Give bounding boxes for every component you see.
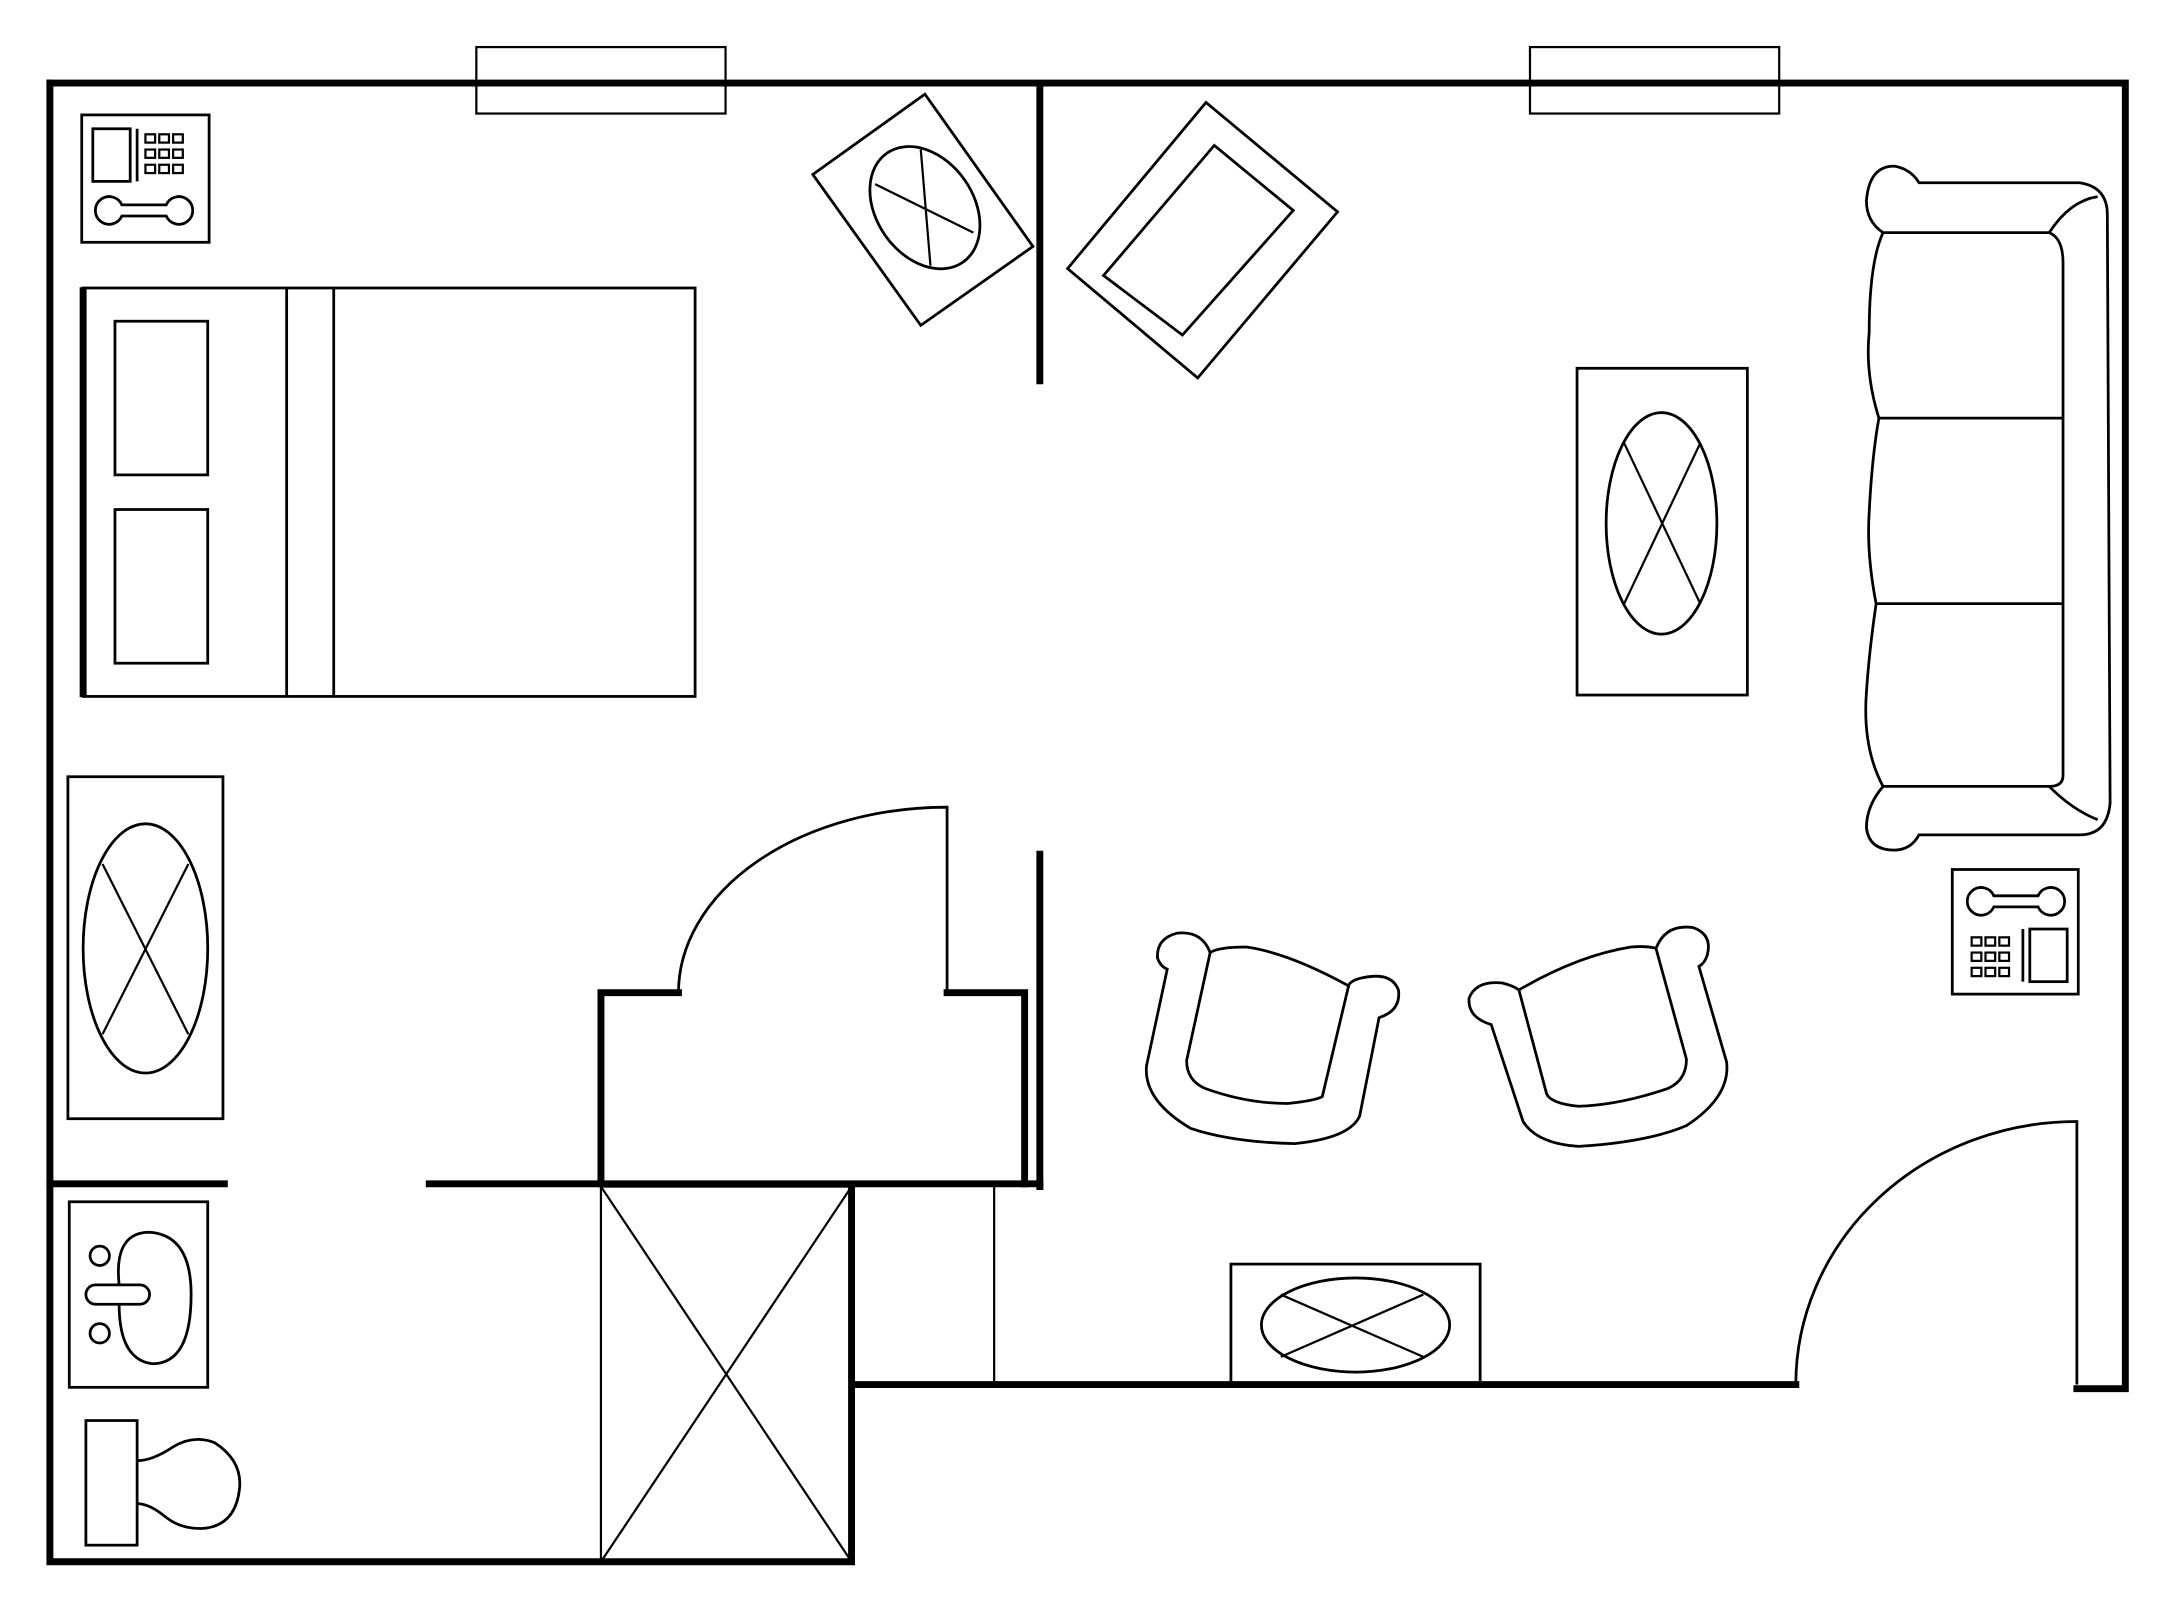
armchair <box>1467 925 1729 1148</box>
closet-door[interactable] <box>677 805 949 993</box>
sofa <box>1864 164 2112 852</box>
coffee-table <box>1575 366 1749 697</box>
entry-door[interactable] <box>1794 1120 2079 1385</box>
walls <box>46 79 2129 1566</box>
window <box>475 45 1781 115</box>
pillow <box>113 508 210 665</box>
end-table <box>1229 1262 1482 1386</box>
pillow <box>113 319 210 477</box>
toilet <box>84 1419 242 1547</box>
television <box>1065 100 1340 380</box>
lamp-table <box>810 92 1035 328</box>
sink <box>67 1200 210 1389</box>
telephone <box>80 113 211 244</box>
shower <box>599 1185 853 1563</box>
side-table <box>66 775 225 1121</box>
bed <box>79 286 697 698</box>
telephone <box>1950 868 2080 996</box>
armchair <box>1145 931 1401 1146</box>
